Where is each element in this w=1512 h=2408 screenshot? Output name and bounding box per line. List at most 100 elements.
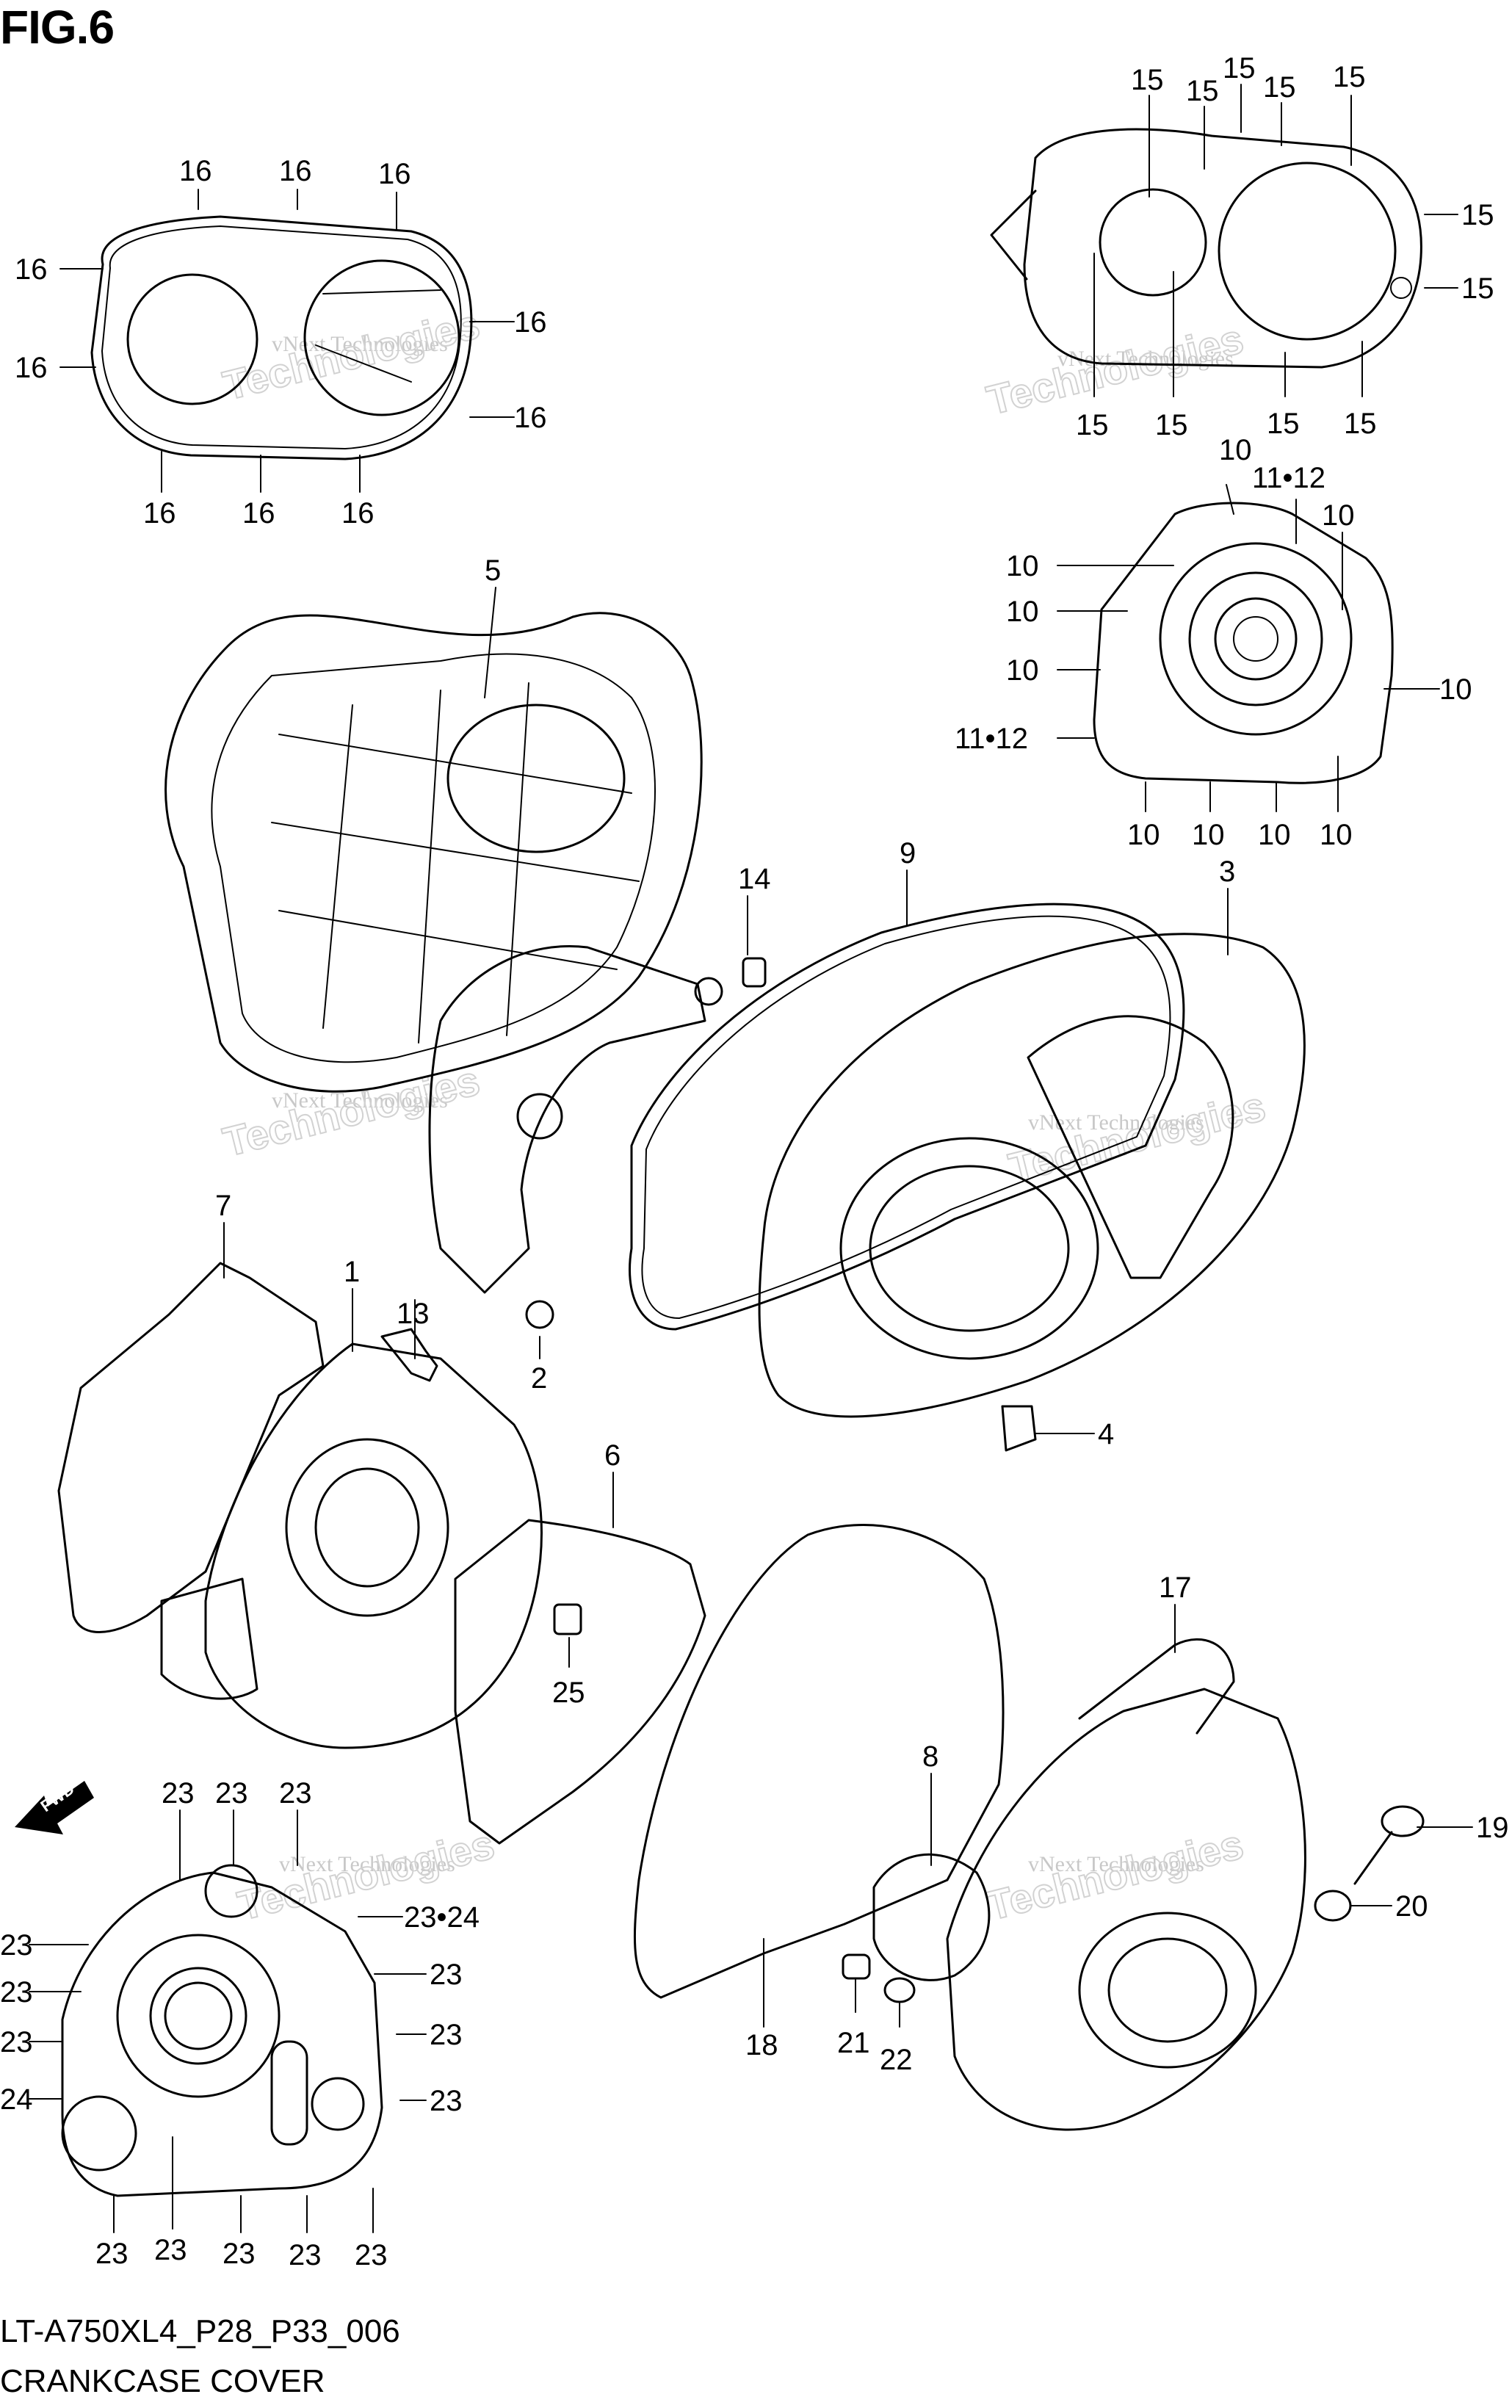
- callout-23: 23: [162, 1777, 195, 1809]
- callout-24: 24: [0, 2083, 33, 2116]
- callout-15: 15: [1461, 199, 1494, 231]
- part-14-dowel: [742, 957, 767, 988]
- callout-7: 7: [215, 1190, 231, 1222]
- callout-10: 10: [1219, 434, 1252, 466]
- callout-23: 23: [0, 1976, 33, 2009]
- part-3-cover: [758, 933, 1306, 1418]
- part-2-plate: [428, 945, 723, 1329]
- watermark-text: vNext Technologies: [272, 332, 448, 356]
- part-20-oring: [1314, 1890, 1352, 1922]
- callout-16: 16: [514, 402, 547, 434]
- callout-25: 25: [552, 1677, 585, 1709]
- part-19-plug: [1353, 1805, 1425, 1885]
- callout-23: 23: [154, 2234, 187, 2266]
- callout-21: 21: [837, 2027, 870, 2059]
- callout-8: 8: [922, 1740, 938, 1773]
- fwd-arrow: FWD: [15, 1779, 94, 1834]
- callout-15: 15: [1344, 408, 1377, 440]
- callout-10: 10: [1439, 673, 1472, 706]
- callout-10: 10: [1320, 819, 1353, 851]
- callout-9: 9: [900, 837, 916, 869]
- callout-10: 10: [1127, 819, 1160, 851]
- callout-15: 15: [1333, 61, 1366, 93]
- watermark-text: vNext Technologies: [1057, 347, 1234, 371]
- callout-16: 16: [143, 497, 176, 529]
- callout-23: 23: [215, 1777, 248, 1809]
- callout-2: 2: [531, 1362, 547, 1395]
- callout-23: 23: [430, 2019, 463, 2051]
- callout-15: 15: [1223, 52, 1256, 84]
- part-15-gasket: [990, 128, 1422, 369]
- callout-14: 14: [738, 863, 771, 895]
- watermark-group: vNext Technologies Technologies vNext Te…: [218, 300, 1270, 1929]
- callout-15: 15: [1461, 272, 1494, 305]
- callout-labels: 16 16 16 16 16 16 16 16 16 16 15 15 15 1…: [0, 52, 1509, 2271]
- callout-23: 23: [430, 2085, 463, 2117]
- callout-16: 16: [514, 306, 547, 339]
- part-10-cover: [1093, 502, 1394, 784]
- watermark-text: Technologies: [983, 315, 1248, 423]
- callout-10: 10: [1006, 596, 1039, 628]
- part-9-gasket: [629, 903, 1185, 1331]
- callout-16: 16: [279, 155, 312, 187]
- callout-13: 13: [397, 1298, 430, 1330]
- callout-4: 4: [1098, 1418, 1114, 1450]
- part-6-gasket: [454, 1519, 706, 1845]
- part-17-cover: [946, 1638, 1306, 2131]
- callout-23: 23: [95, 2238, 129, 2270]
- callout-16: 16: [341, 497, 375, 529]
- part-25-dowel: [553, 1603, 582, 1635]
- part-21-plug: [842, 1953, 871, 1980]
- callout-22: 22: [880, 2044, 913, 2076]
- callout-16: 16: [242, 497, 275, 529]
- callout-16: 16: [15, 352, 48, 384]
- callout-11-12: 11•12: [955, 723, 1028, 755]
- callout-10: 10: [1322, 499, 1355, 532]
- watermark-text: vNext Technologies: [1028, 1852, 1204, 1876]
- callout-15: 15: [1155, 409, 1188, 441]
- callout-20: 20: [1395, 1890, 1428, 1923]
- callout-16: 16: [15, 253, 48, 286]
- callout-3: 3: [1219, 856, 1235, 888]
- callout-15: 15: [1263, 71, 1296, 104]
- callout-16: 16: [179, 155, 212, 187]
- callout-19: 19: [1476, 1812, 1509, 1844]
- part-13-bolt: [380, 1328, 438, 1382]
- part-18-gasket: [633, 1524, 1005, 1999]
- callout-5: 5: [485, 554, 501, 587]
- callout-6: 6: [604, 1439, 621, 1472]
- callout-10: 10: [1006, 654, 1039, 687]
- figure-title: FIG.6: [0, 1, 115, 54]
- callout-23: 23: [0, 2026, 33, 2058]
- watermark-text: vNext Technologies: [272, 1088, 448, 1113]
- callout-23: 23: [430, 1959, 463, 1991]
- callout-15: 15: [1131, 64, 1164, 96]
- callout-15: 15: [1076, 409, 1109, 441]
- leader-lines: [29, 84, 1473, 2233]
- watermark-text: vNext Technologies: [279, 1852, 455, 1876]
- callout-17: 17: [1159, 1572, 1192, 1604]
- part-4-plug: [1001, 1405, 1037, 1452]
- callout-15: 15: [1186, 75, 1219, 107]
- callout-10: 10: [1192, 819, 1225, 851]
- callout-23-24: 23•24: [404, 1901, 480, 1934]
- part-1-cover: [160, 1342, 543, 1749]
- callout-23: 23: [355, 2239, 388, 2271]
- part-5-cover: [164, 612, 703, 1093]
- callout-23: 23: [0, 1929, 33, 1962]
- diagram-code: LT-A750XL4_P28_P33_006: [0, 2313, 400, 2349]
- part-7-gasket: [57, 1262, 325, 1633]
- callout-11-12: 11•12: [1252, 462, 1325, 494]
- part-22-washer: [883, 1977, 916, 2003]
- diagram-caption: CRANKCASE COVER: [0, 2363, 325, 2399]
- watermark-text: Technologies: [983, 1821, 1248, 1928]
- callout-23: 23: [223, 2238, 256, 2270]
- callout-23: 23: [289, 2239, 322, 2271]
- callout-18: 18: [745, 2029, 778, 2061]
- part-23-cover: [61, 1864, 383, 2197]
- callout-16: 16: [378, 158, 411, 190]
- callout-15: 15: [1267, 408, 1300, 440]
- callout-10: 10: [1006, 550, 1039, 582]
- part-16-gasket: [90, 215, 473, 460]
